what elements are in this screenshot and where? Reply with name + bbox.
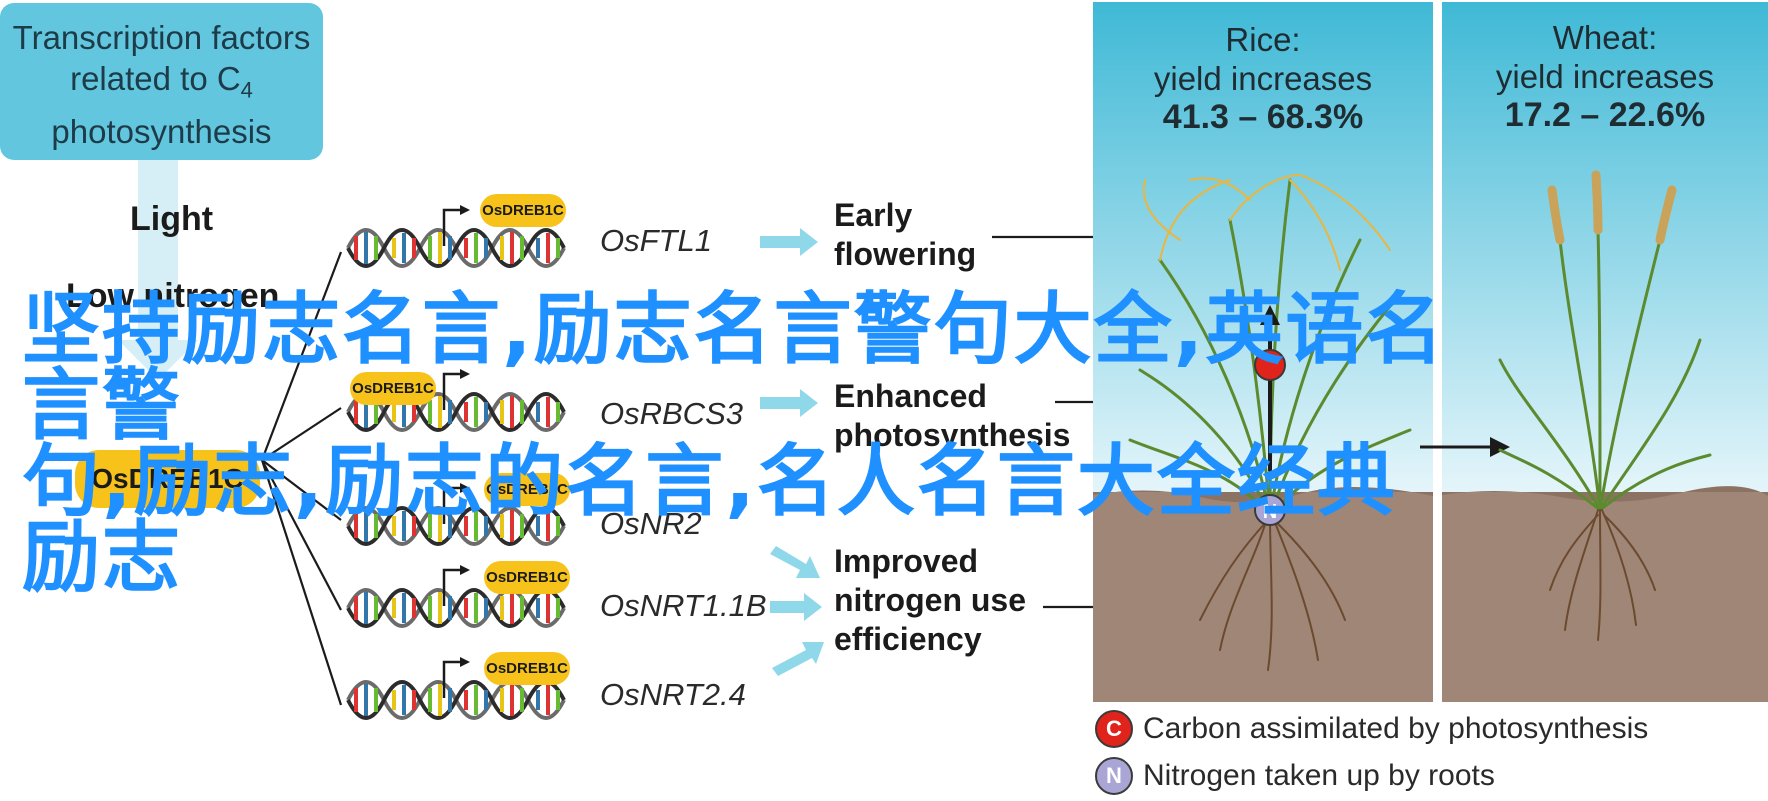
promoter-pill: OsDREB1C (484, 652, 570, 685)
gene-label: OsFTL1 (600, 223, 712, 258)
gene-label: OsNRT1.1B (600, 588, 767, 623)
title-line-1: Transcription factors (12, 19, 311, 56)
promoter-pill: OsDREB1C (480, 194, 566, 227)
outcome-nitrogen-efficiency: Improved nitrogen use efficiency (834, 543, 1027, 657)
outcome-early-flowering: Early flowering (834, 197, 977, 272)
overlay-watermark-text: 坚持励志名言,励志名言警句大全,英语名言警 句,励志,励志的名言,名人名言大全经… (22, 285, 1446, 603)
svg-text:N: N (1263, 501, 1277, 523)
wheat-soil (1442, 492, 1768, 702)
condition-light: Light (130, 200, 214, 238)
nitrogen-marker-icon: N (1095, 757, 1133, 795)
promoter-pill: OsDREB1C (484, 561, 570, 594)
central-gene-pill: OsDREB1C (75, 450, 260, 508)
gene-label: OsNRT2.4 (600, 677, 746, 712)
promoter-pill: OsDREB1C (350, 372, 436, 405)
rice-sky (1093, 2, 1433, 492)
legend-nitrogen: N Nitrogen taken up by roots (1095, 757, 1495, 795)
gene-label: OsNR2 (600, 506, 702, 541)
rice-header: Rice: yield increases 41.3 – 68.3% (1153, 21, 1373, 136)
legend-carbon: C Carbon assimilated by photosynthesis (1095, 710, 1648, 748)
title-line-2: related to C4 (70, 60, 253, 103)
outcome-enhanced-photosynthesis: Enhanced photosynthesis (834, 378, 1071, 453)
wheat-plant (1498, 170, 1712, 641)
carbon-marker-icon: C (1095, 710, 1133, 748)
gene-label: OsRBCS3 (600, 396, 743, 431)
wheat-sky (1442, 2, 1768, 492)
promoter-pill: OsDREB1C (484, 473, 570, 506)
condition-low-nitrogen: Low nitrogen (66, 277, 280, 315)
rice-soil (1093, 492, 1433, 702)
wheat-header: Wheat: yield increases 17.2 – 22.6% (1495, 19, 1715, 134)
title-box: Transcription factors related to C4 phot… (0, 3, 323, 160)
title-line-3: photosynthesis (51, 112, 272, 150)
